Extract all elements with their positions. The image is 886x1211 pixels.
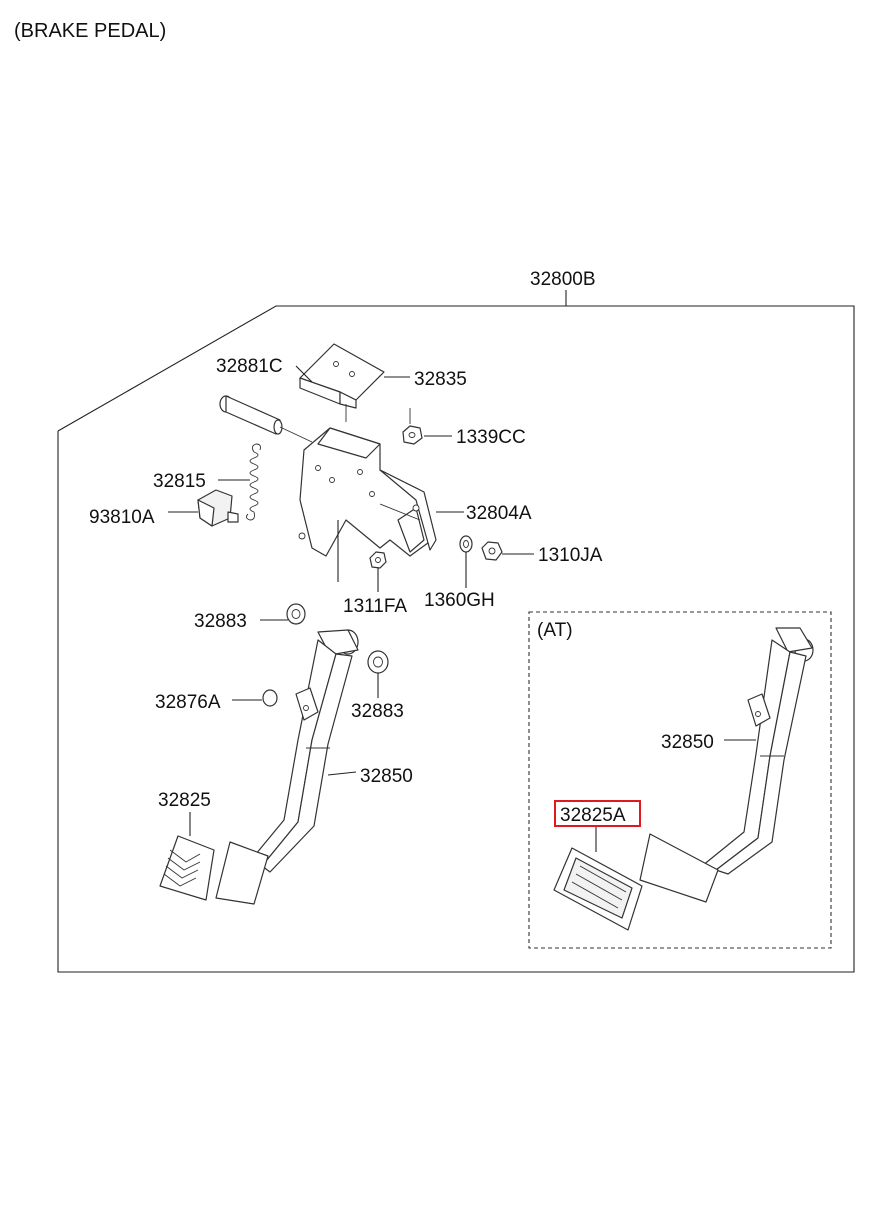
label-32881C[interactable]: 32881C [216,356,283,377]
assembly-outline [57,290,855,973]
bushing-32883-top[interactable] [286,603,306,625]
pedal-pad-32825[interactable] [159,835,215,901]
label-32800B[interactable]: 32800B [530,269,596,290]
label-32825A[interactable]: 32825A [560,805,626,826]
leader-lines [168,365,756,852]
washer-1360GH[interactable] [459,535,473,553]
spring-32815[interactable] [245,443,261,521]
highlight-box-32825A [554,800,641,827]
pedal-pad-32825A[interactable] [553,847,643,931]
label-32850-at[interactable]: 32850 [661,732,714,753]
pin-32881C[interactable] [219,395,313,443]
stopper-32876A[interactable] [262,689,278,707]
bracket-plate-32835[interactable] [299,343,385,422]
label-32835[interactable]: 32835 [414,369,467,390]
nut-1339CC[interactable] [402,408,423,445]
label-32825[interactable]: 32825 [158,790,211,811]
bracket-32804A[interactable] [298,427,437,557]
at-subassembly-box [528,611,832,949]
diagram-title: (BRAKE PEDAL) [14,20,166,42]
label-32883-bottom[interactable]: 32883 [351,701,404,722]
pedal-arm-32850-main[interactable] [245,629,359,873]
pedal-arm-32850-at[interactable] [701,627,814,875]
nut-1310JA[interactable] [481,541,503,561]
pedal-plate-at [639,833,719,903]
switch-93810A[interactable] [197,489,239,527]
label-1311FA[interactable]: 1311FA [343,596,407,617]
label-32883-top[interactable]: 32883 [194,611,247,632]
label-1339CC[interactable]: 1339CC [456,427,526,448]
pedal-plate-main [215,841,269,905]
label-1310JA[interactable]: 1310JA [538,545,603,566]
bushing-32883-bottom[interactable] [367,650,389,674]
at-box-label: (AT) [537,620,573,641]
label-93810A[interactable]: 93810A [89,507,155,528]
nut-1311FA[interactable] [369,551,387,569]
label-32815[interactable]: 32815 [153,471,206,492]
label-1360GH[interactable]: 1360GH [424,590,495,611]
label-32804A[interactable]: 32804A [466,503,532,524]
label-32850-main[interactable]: 32850 [360,766,413,787]
label-32876A[interactable]: 32876A [155,692,221,713]
